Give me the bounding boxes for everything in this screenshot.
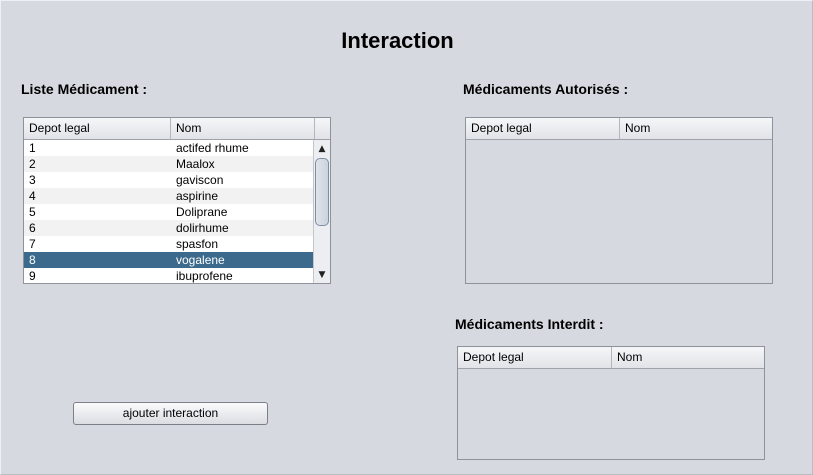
add-interaction-button[interactable]: ajouter interaction <box>73 402 268 425</box>
cell-depot: 8 <box>29 253 36 267</box>
cell-depot: 3 <box>29 173 36 187</box>
table-row[interactable]: 7 spasfon <box>24 236 314 252</box>
table-row[interactable]: 2 Maalox <box>24 156 314 172</box>
table-header: Depot legal Nom <box>24 118 330 140</box>
table-row[interactable]: 4 aspirine <box>24 188 314 204</box>
cell-nom: ibuprofene <box>176 269 233 283</box>
cell-depot: 4 <box>29 189 36 203</box>
cell-depot: 7 <box>29 237 36 251</box>
cell-depot: 5 <box>29 205 36 219</box>
column-header-depot[interactable]: Depot legal <box>24 118 171 139</box>
table-row-selected[interactable]: 8 vogalene <box>24 252 314 268</box>
table-header: Depot legal Nom <box>466 118 772 140</box>
table-row[interactable]: 1 actifed rhume <box>24 140 314 156</box>
cell-nom: vogalene <box>176 253 225 267</box>
cell-nom: dolirhume <box>176 221 229 235</box>
vertical-scrollbar[interactable]: ▲ ▼ <box>313 140 330 283</box>
cell-depot: 2 <box>29 157 36 171</box>
scroll-thumb[interactable] <box>315 158 329 226</box>
authorized-table[interactable]: Depot legal Nom <box>465 117 773 284</box>
table-row[interactable]: 6 dolirhume <box>24 220 314 236</box>
column-header-depot[interactable]: Depot legal <box>458 347 612 368</box>
cell-nom: spasfon <box>176 237 219 251</box>
column-header-nom[interactable]: Nom <box>625 121 651 135</box>
page-title: Interaction <box>341 28 454 53</box>
list-label: Liste Médicament : <box>21 81 148 97</box>
column-header-nom[interactable]: Nom <box>171 118 315 139</box>
table-header: Depot legal Nom <box>458 347 764 369</box>
table-row[interactable]: 5 Doliprane <box>24 204 314 220</box>
cell-nom: actifed rhume <box>176 141 249 155</box>
table-body[interactable] <box>466 140 772 283</box>
cell-nom: aspirine <box>176 189 219 203</box>
medicament-table[interactable]: Depot legal Nom 1 actifed rhume 2 Maalox… <box>23 117 331 284</box>
authorized-label: Médicaments Autorisés : <box>463 81 629 97</box>
cell-nom: gaviscon <box>176 173 224 187</box>
cell-nom: Maalox <box>176 157 215 171</box>
cell-depot: 6 <box>29 221 36 235</box>
table-row[interactable]: 9 ibuprofene <box>24 268 314 283</box>
scroll-up-icon[interactable]: ▲ <box>318 144 326 154</box>
table-row[interactable]: 3 gaviscon <box>24 172 314 188</box>
table-body[interactable] <box>458 369 764 459</box>
column-header-depot[interactable]: Depot legal <box>466 118 620 139</box>
cell-nom: Doliprane <box>176 205 228 219</box>
cell-depot: 1 <box>29 141 36 155</box>
cell-depot: 9 <box>29 269 36 283</box>
scroll-down-icon[interactable]: ▼ <box>318 270 326 280</box>
table-body[interactable]: 1 actifed rhume 2 Maalox 3 gaviscon 4 as… <box>24 140 314 283</box>
forbidden-label: Médicaments Interdit : <box>455 316 604 332</box>
forbidden-table[interactable]: Depot legal Nom <box>457 346 765 460</box>
column-header-nom[interactable]: Nom <box>617 350 643 364</box>
